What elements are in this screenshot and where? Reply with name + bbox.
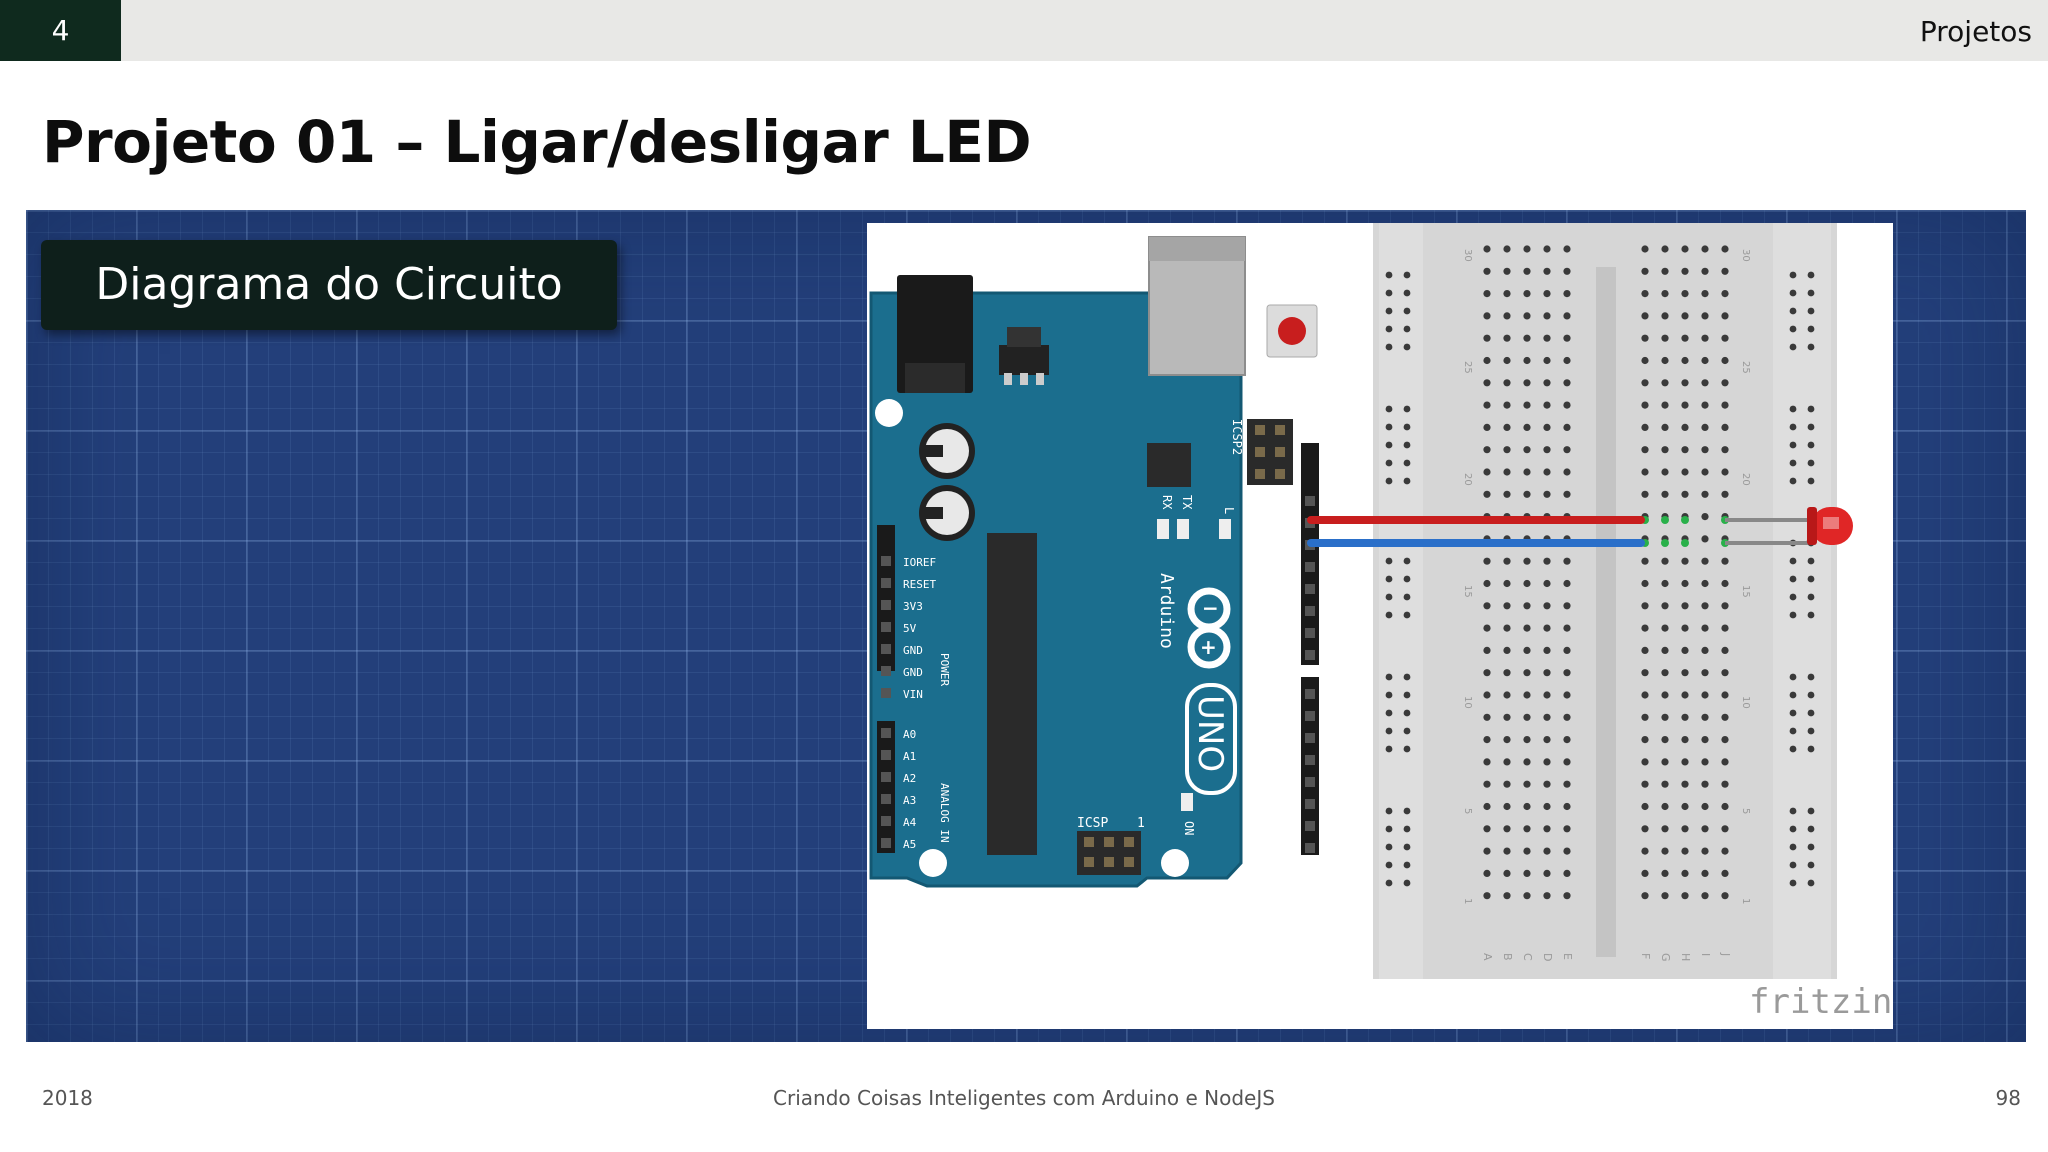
arduino-logo-icon (1187, 587, 1231, 669)
footer-course-title: Criando Coisas Inteligentes com Arduino … (773, 1086, 1275, 1110)
board.power-pin-label: RESET (903, 578, 936, 591)
board.analog-pin-label: A2 (903, 772, 916, 785)
breadboard-column-letter: E (1561, 953, 1574, 960)
icsp2-label: ICSP2 (1230, 419, 1244, 455)
circuit-diagram: RESET ICSP2 ICSP 1 TX RX L ON − + Arduin… (867, 223, 1893, 1029)
breadboard-row-number: 20 (1740, 473, 1751, 486)
breadboard-row-number: 25 (1462, 361, 1473, 374)
board.digital-pin-label: ~9 (1280, 628, 1293, 641)
tx-label: TX (1180, 495, 1194, 510)
board.power-pin-label: 3V3 (903, 600, 923, 613)
l-led-label: L (1222, 507, 1236, 514)
board.analog-pin-label: A1 (903, 750, 916, 763)
usb-chip (1147, 443, 1191, 487)
board.digital-pin-label: 4 (1286, 755, 1293, 768)
board.digital-pin-label: 8 (1286, 650, 1293, 663)
board.power-pin-label: IOREF (903, 556, 936, 569)
breadboard-column-letter: H (1679, 953, 1692, 961)
board.digital-pin-label: RX0 ◀ 0 (1247, 843, 1293, 856)
board.digital-pin-label: ~11 (1273, 584, 1293, 597)
breadboard-column-letter: I (1699, 953, 1712, 956)
breadboard-row-number: 15 (1740, 585, 1751, 598)
board.digital-pin-label: 7 (1286, 689, 1293, 702)
digital-header-label: DIGITAL (PWM=~) (1254, 685, 1267, 784)
on-label: ON (1182, 821, 1196, 835)
board-brand: Arduino (1156, 573, 1177, 649)
breadboard-row-number: 15 (1462, 585, 1473, 598)
breadboard-row-number: 25 (1740, 361, 1751, 374)
rx-label: RX (1160, 495, 1174, 510)
board.analog-pin-label: A5 (903, 838, 916, 851)
board.digital-pin-label: ~10 (1273, 606, 1293, 619)
slide-title: Projeto 01 – Ligar/desligar LED (42, 108, 1032, 176)
diagram-label: Diagrama do Circuito (41, 240, 617, 330)
board.power-pin-label: 5V (903, 622, 917, 635)
breadboard-row-number: 5 (1462, 808, 1473, 814)
top-bar: 4 Projetos (0, 0, 2048, 61)
board.power-pin-label: VIN (903, 688, 923, 701)
icsp-label: ICSP (1077, 816, 1108, 831)
breadboard-row-number: 30 (1462, 249, 1473, 262)
breadboard-row-number: 5 (1740, 808, 1751, 814)
board.power-pin-label: GND (903, 666, 923, 679)
section-name: Projetos (1919, 15, 2032, 48)
board.digital-pin-label: 12 (1280, 562, 1293, 575)
board.digital-pin-label: GND (1273, 518, 1293, 531)
breadboard-row-number: 20 (1462, 473, 1473, 486)
board.power-pin-label: GND (903, 644, 923, 657)
breadboard-column-letter: G (1659, 953, 1672, 962)
circuit-svg: RESET ICSP2 ICSP 1 TX RX L ON − + Arduin… (869, 223, 1893, 1022)
breadboard-column-letter: F (1639, 953, 1652, 959)
breadboard-row-number: 1 (1740, 898, 1751, 904)
board.digital-pin-label: 13 (1280, 540, 1293, 553)
breadboard-row-number: 30 (1740, 249, 1751, 262)
board.analog-pin-label: A3 (903, 794, 916, 807)
board-model: UNO (1190, 695, 1230, 772)
atmega-chip (987, 533, 1037, 855)
analog-header-label: ANALOG IN (938, 783, 951, 843)
led-icon (1807, 507, 1853, 545)
page-number: 98 (1995, 1086, 2021, 1110)
board.digital-pin-label: ~6 (1280, 711, 1293, 724)
section-number: 4 (0, 0, 121, 61)
breadboard-row-number: 1 (1462, 898, 1473, 904)
breadboard-row-number: 10 (1740, 696, 1751, 709)
power-header-label: POWER (938, 653, 951, 686)
board.digital-pin-label: 2 (1286, 799, 1293, 812)
board.digital-pin-label: ~5 (1280, 733, 1293, 746)
board.digital-pin-label: ~3 (1280, 777, 1293, 790)
board.analog-pin-label: A0 (903, 728, 916, 741)
board.digital-pin-label: AREF (1267, 496, 1294, 509)
reset-label: RESET (1254, 307, 1267, 340)
footer-year: 2018 (42, 1086, 93, 1110)
breadboard-column-letter: C (1521, 953, 1534, 961)
board.analog-pin-label: A4 (903, 816, 917, 829)
breadboard-column-letter: D (1541, 953, 1554, 961)
svg-text:+: + (1200, 635, 1217, 659)
board.digital-pin-label: TX0 ▶ 1 (1247, 821, 1293, 834)
fritzing-watermark: fritzing (1749, 982, 1893, 1022)
breadboard-column-letter: J (1719, 952, 1732, 956)
icsp-pin1-label: 1 (1137, 816, 1145, 831)
breadboard-row-number: 10 (1462, 696, 1473, 709)
breadboard-column-letter: B (1501, 953, 1514, 961)
svg-text:−: − (1202, 596, 1219, 620)
breadboard-column-letter: A (1481, 953, 1494, 961)
